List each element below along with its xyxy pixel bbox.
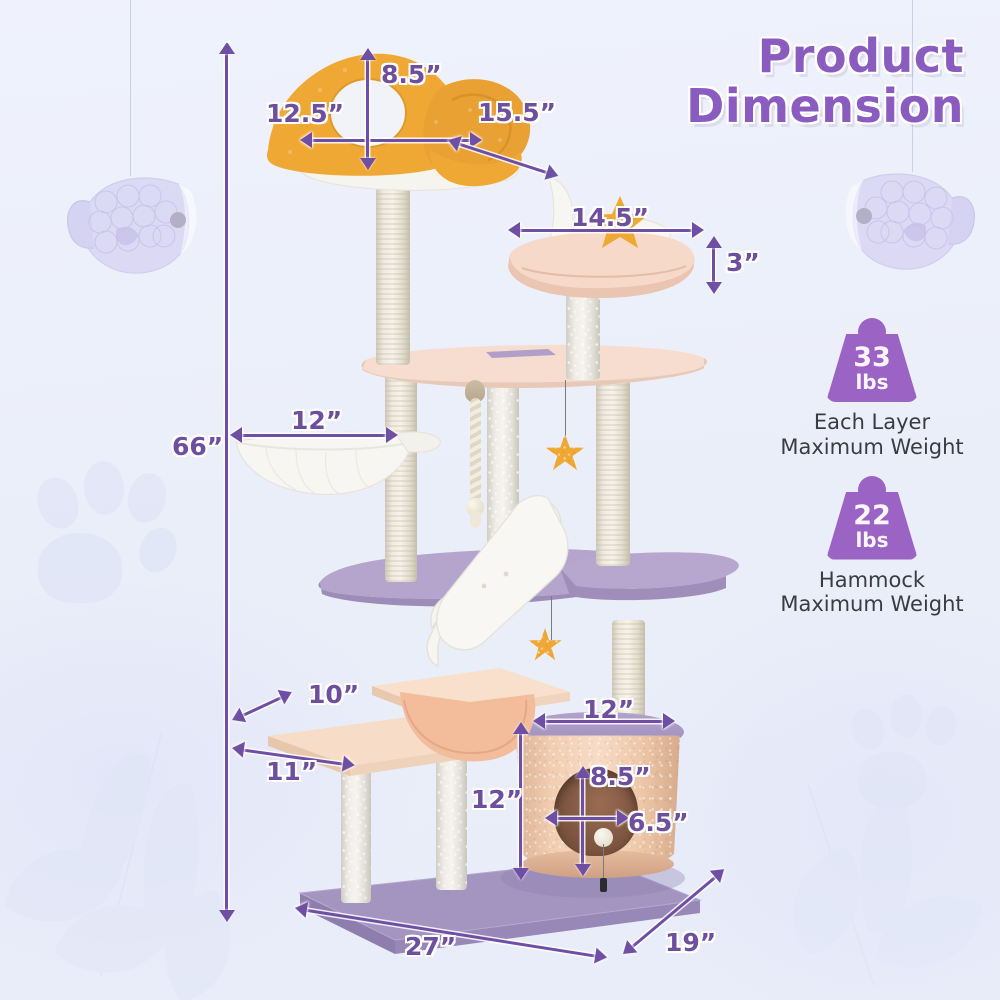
toy-thread <box>565 380 566 442</box>
arrow-head <box>341 755 356 774</box>
dimension-label-top-perch-depth: 15.5” <box>478 98 557 127</box>
dimension-label-condo-height: 12” <box>471 785 523 814</box>
arrow-head <box>663 713 675 729</box>
weight-number: 22 <box>853 499 891 531</box>
arrow-head <box>545 810 557 826</box>
star-decor <box>592 196 648 248</box>
arrow-head <box>617 810 629 826</box>
dimension-arrow-condo-opening-height <box>575 766 591 876</box>
badge-caption-line-1: Hammock <box>818 567 926 592</box>
arrow-head <box>470 132 482 148</box>
weight-icon: 33 lbs <box>826 318 918 402</box>
dimension-arrow-condo-height <box>513 722 529 880</box>
dimension-label-base-depth: 19” <box>665 928 717 957</box>
dimension-arrow-cushion-width <box>508 222 704 238</box>
dimension-arrow-condo-width <box>533 713 675 729</box>
arrow-head <box>230 427 242 443</box>
platform-pink-upper <box>361 344 708 388</box>
dimension-label-cushion-thickness: 3” <box>726 248 760 277</box>
badge-caption-line-1: Each Layer <box>813 410 931 434</box>
dimension-arrow-top-perch-width <box>300 132 482 148</box>
arrow-head <box>692 222 704 238</box>
weight-unit: lbs <box>855 370 889 394</box>
badge-caption-line-2: Maximum Weight <box>780 434 964 459</box>
arrow-head <box>594 947 609 966</box>
dimension-label-condo-opening-width: 6.5” <box>628 808 689 837</box>
post-mid-left-sisal <box>385 370 417 582</box>
page-title: Product Dimension <box>686 29 964 134</box>
arrow-head <box>300 132 312 148</box>
dimension-arrow-condo-opening-width <box>545 810 629 826</box>
arrow-head <box>508 222 520 238</box>
dimension-label-overall-height: 66” <box>172 432 224 461</box>
badge-caption-line-2: Maximum Weight <box>780 592 964 617</box>
post-cushion-upper <box>566 288 600 380</box>
badge-each-layer: 33 lbs Each Layer Maximum Weight <box>752 318 992 460</box>
title-line-2: Dimension <box>686 79 964 134</box>
arrow-head <box>293 900 309 918</box>
badge-caption: Each Layer Maximum Weight <box>752 410 992 460</box>
rope-toy <box>462 380 488 530</box>
cat-ramp <box>426 494 569 668</box>
dimension-label-upper-step-depth: 10” <box>308 680 360 709</box>
weight-icon: 22 lbs <box>826 475 918 560</box>
post-mid-right-sisal <box>596 380 630 566</box>
dimension-label-hammock-width: 12” <box>291 406 343 435</box>
paw-print-icon <box>846 690 968 810</box>
dimension-arrow-overall-height <box>219 42 235 922</box>
dimension-label-top-perch-width: 12.5” <box>266 99 345 128</box>
dimension-arrow-top-perch-height <box>360 48 376 170</box>
paw-print-icon <box>30 455 184 605</box>
weight-badges: 33 lbs Each Layer Maximum Weight 22 lbs … <box>752 318 992 629</box>
top-perch <box>266 53 531 191</box>
toy-thread <box>551 596 552 640</box>
arrow-head <box>386 427 398 443</box>
dimension-label-cushion-width: 14.5” <box>571 203 650 232</box>
badge-caption: Hammock Maximum Weight <box>752 568 992 618</box>
post-top-sisal <box>376 170 410 365</box>
dimension-label-condo-opening-height: 8.5” <box>590 762 651 791</box>
badge-hammock: 22 lbs Hammock Maximum Weight <box>752 475 992 618</box>
post-lower-right-sisal <box>612 620 645 730</box>
arrow-head <box>230 740 245 758</box>
dimension-arrow-hammock-width <box>230 427 398 443</box>
fish-ornament-icon <box>842 0 982 290</box>
dimension-arrow-cushion-thickness <box>706 236 722 294</box>
dimension-label-base-width: 27” <box>405 932 457 961</box>
title-line-1: Product <box>757 29 964 83</box>
arrow-head <box>533 713 545 729</box>
weight-unit: lbs <box>855 527 889 552</box>
fish-ornament-icon <box>60 0 200 290</box>
weight-number: 33 <box>853 342 891 373</box>
dimension-label-lower-step-width: 11” <box>266 757 318 786</box>
hammock-bowl <box>235 431 441 496</box>
condo-house <box>512 712 684 892</box>
dimension-label-top-perch-height: 8.5” <box>381 60 442 89</box>
dimension-label-condo-width: 12” <box>583 695 635 724</box>
